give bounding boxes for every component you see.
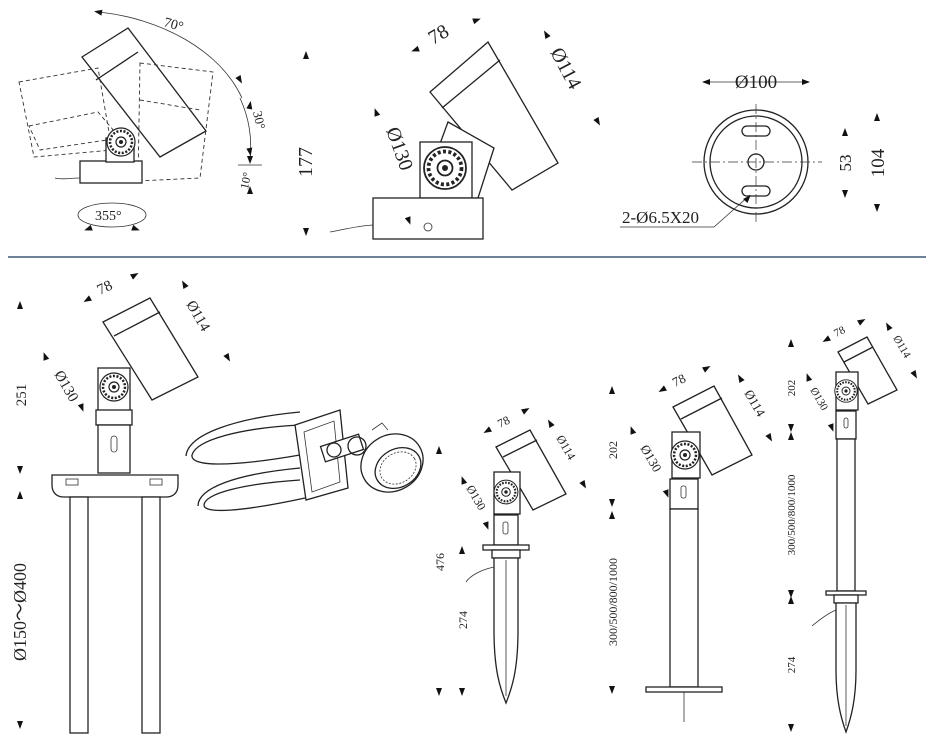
cable <box>811 609 837 627</box>
lamp-head-ghost-right <box>137 62 214 182</box>
collar <box>835 410 857 440</box>
rotation-angle: 355° <box>95 209 122 224</box>
lamp-head-tilted-up <box>81 27 207 158</box>
pole-spike-bracket-diameter: Ø130 <box>807 386 830 414</box>
side-view: 177 78 Ø114 Ø130 <box>295 15 603 240</box>
knob-icon <box>669 439 701 471</box>
pole-spike-spike-length: 274 <box>786 656 798 673</box>
knob-icon <box>98 371 130 403</box>
knob-icon <box>105 126 137 158</box>
pole <box>836 438 856 592</box>
side-bracket-diameter: Ø130 <box>381 124 417 173</box>
clamp-mount-view: 251 Ø150～Ø400 78 Ø114 Ø130 <box>10 270 233 734</box>
collar <box>493 514 519 546</box>
collar <box>669 478 699 510</box>
clamp-height: 251 <box>14 384 30 407</box>
side-head-diameter: Ø114 <box>546 44 586 93</box>
pole-length-options: 300/500/800/1000 <box>606 558 620 646</box>
short-spike-view: 476 274 78 Ø114 Ø130 <box>433 405 589 705</box>
side-height: 177 <box>295 147 317 177</box>
pole-spike-view: 202 300/500/800/1000 274 78 Ø114 Ø130 <box>786 316 920 734</box>
clamp-head-diameter: Ø114 <box>183 298 213 335</box>
base-height: 104 <box>868 148 889 177</box>
clamp-plate <box>51 474 179 498</box>
pole-spike-head-diameter: Ø114 <box>890 334 913 361</box>
pole-width: 78 <box>670 371 688 390</box>
spike-length: 274 <box>456 611 470 629</box>
rotation-ellipse <box>77 202 147 228</box>
clamp-strap-bottom <box>203 479 306 512</box>
pole-head-height: 202 <box>606 441 620 459</box>
clamp-leg-left <box>69 496 89 734</box>
pole-spike-head-height: 202 <box>786 380 798 397</box>
spike-total-height: 476 <box>433 553 447 571</box>
lamp-head <box>495 429 567 511</box>
collar <box>97 424 131 474</box>
pole-spike-width: 78 <box>832 324 848 340</box>
base-view: Ø100 2-Ø6.5X20 53 104 <box>620 72 889 228</box>
rotation-view: 70° 30° 10° 355° <box>18 8 269 234</box>
spike-bracket-diameter: Ø130 <box>463 483 488 513</box>
clamp-strap-top <box>191 424 301 465</box>
spike-width: 78 <box>495 413 512 431</box>
side-width: 78 <box>425 20 453 49</box>
pole-mount-view: 202 300/500/800/1000 78 Ø114 Ø130 <box>606 363 775 722</box>
spike-head-diameter: Ø114 <box>553 433 578 463</box>
pole-head-diameter: Ø114 <box>741 387 768 420</box>
base-diameter: Ø100 <box>735 72 777 93</box>
clamp-bracket-diameter: Ø130 <box>51 368 82 405</box>
cable <box>54 177 81 180</box>
pole-bracket-diameter: Ø130 <box>637 442 664 475</box>
cable <box>329 224 374 233</box>
base-offset: 53 <box>836 155 855 172</box>
knob-icon <box>422 145 468 191</box>
hole-spec: 2-Ø6.5X20 <box>622 208 699 227</box>
clamp-width: 78 <box>95 278 115 299</box>
clamp-perspective-view <box>185 409 424 512</box>
rotation-base <box>79 160 143 184</box>
clamp-leg-right <box>141 496 161 734</box>
tilt-mid-angle: 30° <box>250 110 268 131</box>
knob-icon <box>493 479 519 505</box>
pole <box>669 508 699 688</box>
tilt-down-angle: 10° <box>237 171 254 191</box>
arc-70 <box>97 11 243 99</box>
tilt-up-angle: 70° <box>162 15 185 35</box>
base-flange <box>645 686 723 693</box>
lamp-head <box>102 297 199 401</box>
pole-spike-length-options: 300/500/800/1000 <box>786 474 798 555</box>
knob-icon <box>833 378 859 404</box>
cable <box>465 566 495 583</box>
base-box <box>372 197 484 240</box>
clamp-range: Ø150～Ø400 <box>10 563 30 661</box>
